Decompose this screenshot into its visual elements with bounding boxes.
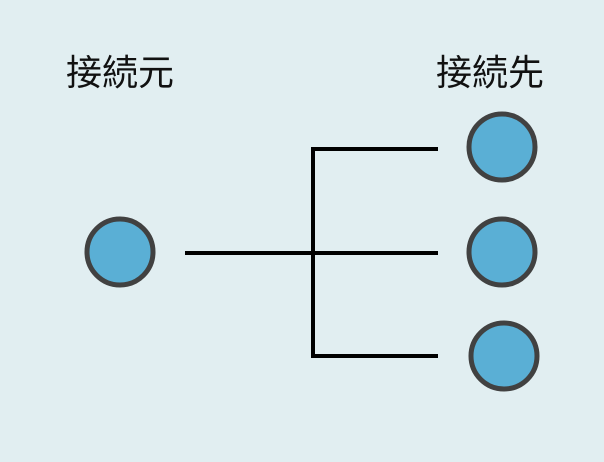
target-node-3: [468, 320, 540, 392]
source-node: [84, 216, 156, 288]
target-node-1: [466, 111, 538, 183]
source-label: 接続元: [66, 53, 175, 94]
target-node-2: [466, 216, 538, 288]
target-label: 接続先: [436, 53, 545, 94]
